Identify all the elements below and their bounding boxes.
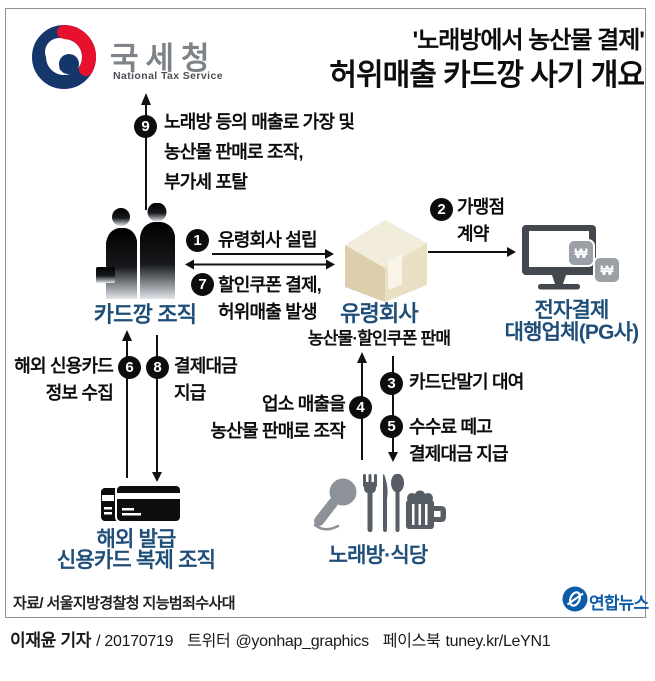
step-8-text: 결제대금 지급 — [174, 356, 238, 403]
facebook-label: 페이스북 — [382, 633, 441, 650]
facebook-url: tuney.kr/LeYN1 — [445, 633, 551, 650]
byline-reporter: 이재윤 기자 — [10, 631, 92, 650]
step-9-badge: 9 — [134, 115, 157, 138]
node-label-card-gang: 카드깡 조직 — [93, 302, 197, 327]
ghost-company-box-icon — [345, 220, 427, 302]
step-5-text: 수수료 떼고 결제대금 지급 — [409, 417, 509, 464]
agency-name-korean: 국세청 — [110, 41, 217, 76]
node-label-venue: 노래방·식당 — [328, 544, 429, 567]
step-4-text: 업소 매출을 농산물 판매로 조작 — [210, 394, 346, 441]
step-3-text: 카드단말기 대여 — [409, 372, 524, 392]
yonhap-logo-text: 연합뉴스 — [589, 594, 649, 613]
step-2-text: 가맹점 계약 — [457, 197, 505, 244]
frame-border — [5, 8, 646, 618]
step-3-badge: 3 — [380, 372, 403, 395]
microphone-icon — [313, 478, 357, 531]
source-credit: 자료/ 서울지방경찰청 지능범죄수사대 — [13, 595, 236, 612]
page-title: 허위매출 카드깡 사기 개요 — [329, 59, 645, 92]
step-7-text: 할인쿠폰 결제, 허위매출 발생 — [218, 275, 322, 322]
node-label-pg: 전자결제 대행업체(PG사) — [504, 299, 640, 344]
step-5-badge: 5 — [380, 415, 403, 438]
twitter-handle: @yonhap_graphics — [235, 633, 369, 650]
credit-cards-icon — [100, 484, 182, 523]
node-label-ghost-company: 유령회사 — [340, 301, 419, 326]
step-2-badge: 2 — [430, 198, 453, 221]
agency-name-english: National Tax Service — [113, 70, 223, 82]
utensils-icon — [363, 474, 404, 532]
byline-date: / 20170719 — [96, 633, 174, 650]
ghost-company-sublabel: 농산물·할인쿠폰 판매 — [307, 329, 451, 348]
nts-emblem-icon — [32, 24, 97, 89]
won-badge-icon: ₩ — [567, 239, 595, 267]
yonhap-logo-icon — [562, 586, 588, 612]
step-4-badge: 4 — [349, 396, 372, 419]
step-6-text: 해외 신용카드 정보 수집 — [14, 356, 114, 403]
step-8-badge: 8 — [146, 356, 169, 379]
step-9-text: 노래방 등의 매출로 가장 및 농산물 판매로 조작, 부가세 포탈 — [164, 112, 355, 192]
step-7-badge: 7 — [191, 273, 214, 296]
won-badge-icon: ₩ — [593, 256, 621, 284]
node-label-clone-org: 해외 발급 신용카드 복제 조직 — [56, 528, 216, 572]
businessmen-icon — [96, 203, 175, 299]
title-line1: '노래방에서 농산물 결제' — [412, 27, 645, 54]
step-6-badge: 6 — [118, 356, 141, 379]
twitter-label: 트위터 — [187, 633, 231, 650]
step-1-text: 유령회사 설립 — [218, 230, 318, 250]
beer-mug-icon — [406, 490, 446, 529]
step-1-badge: 1 — [186, 229, 209, 252]
